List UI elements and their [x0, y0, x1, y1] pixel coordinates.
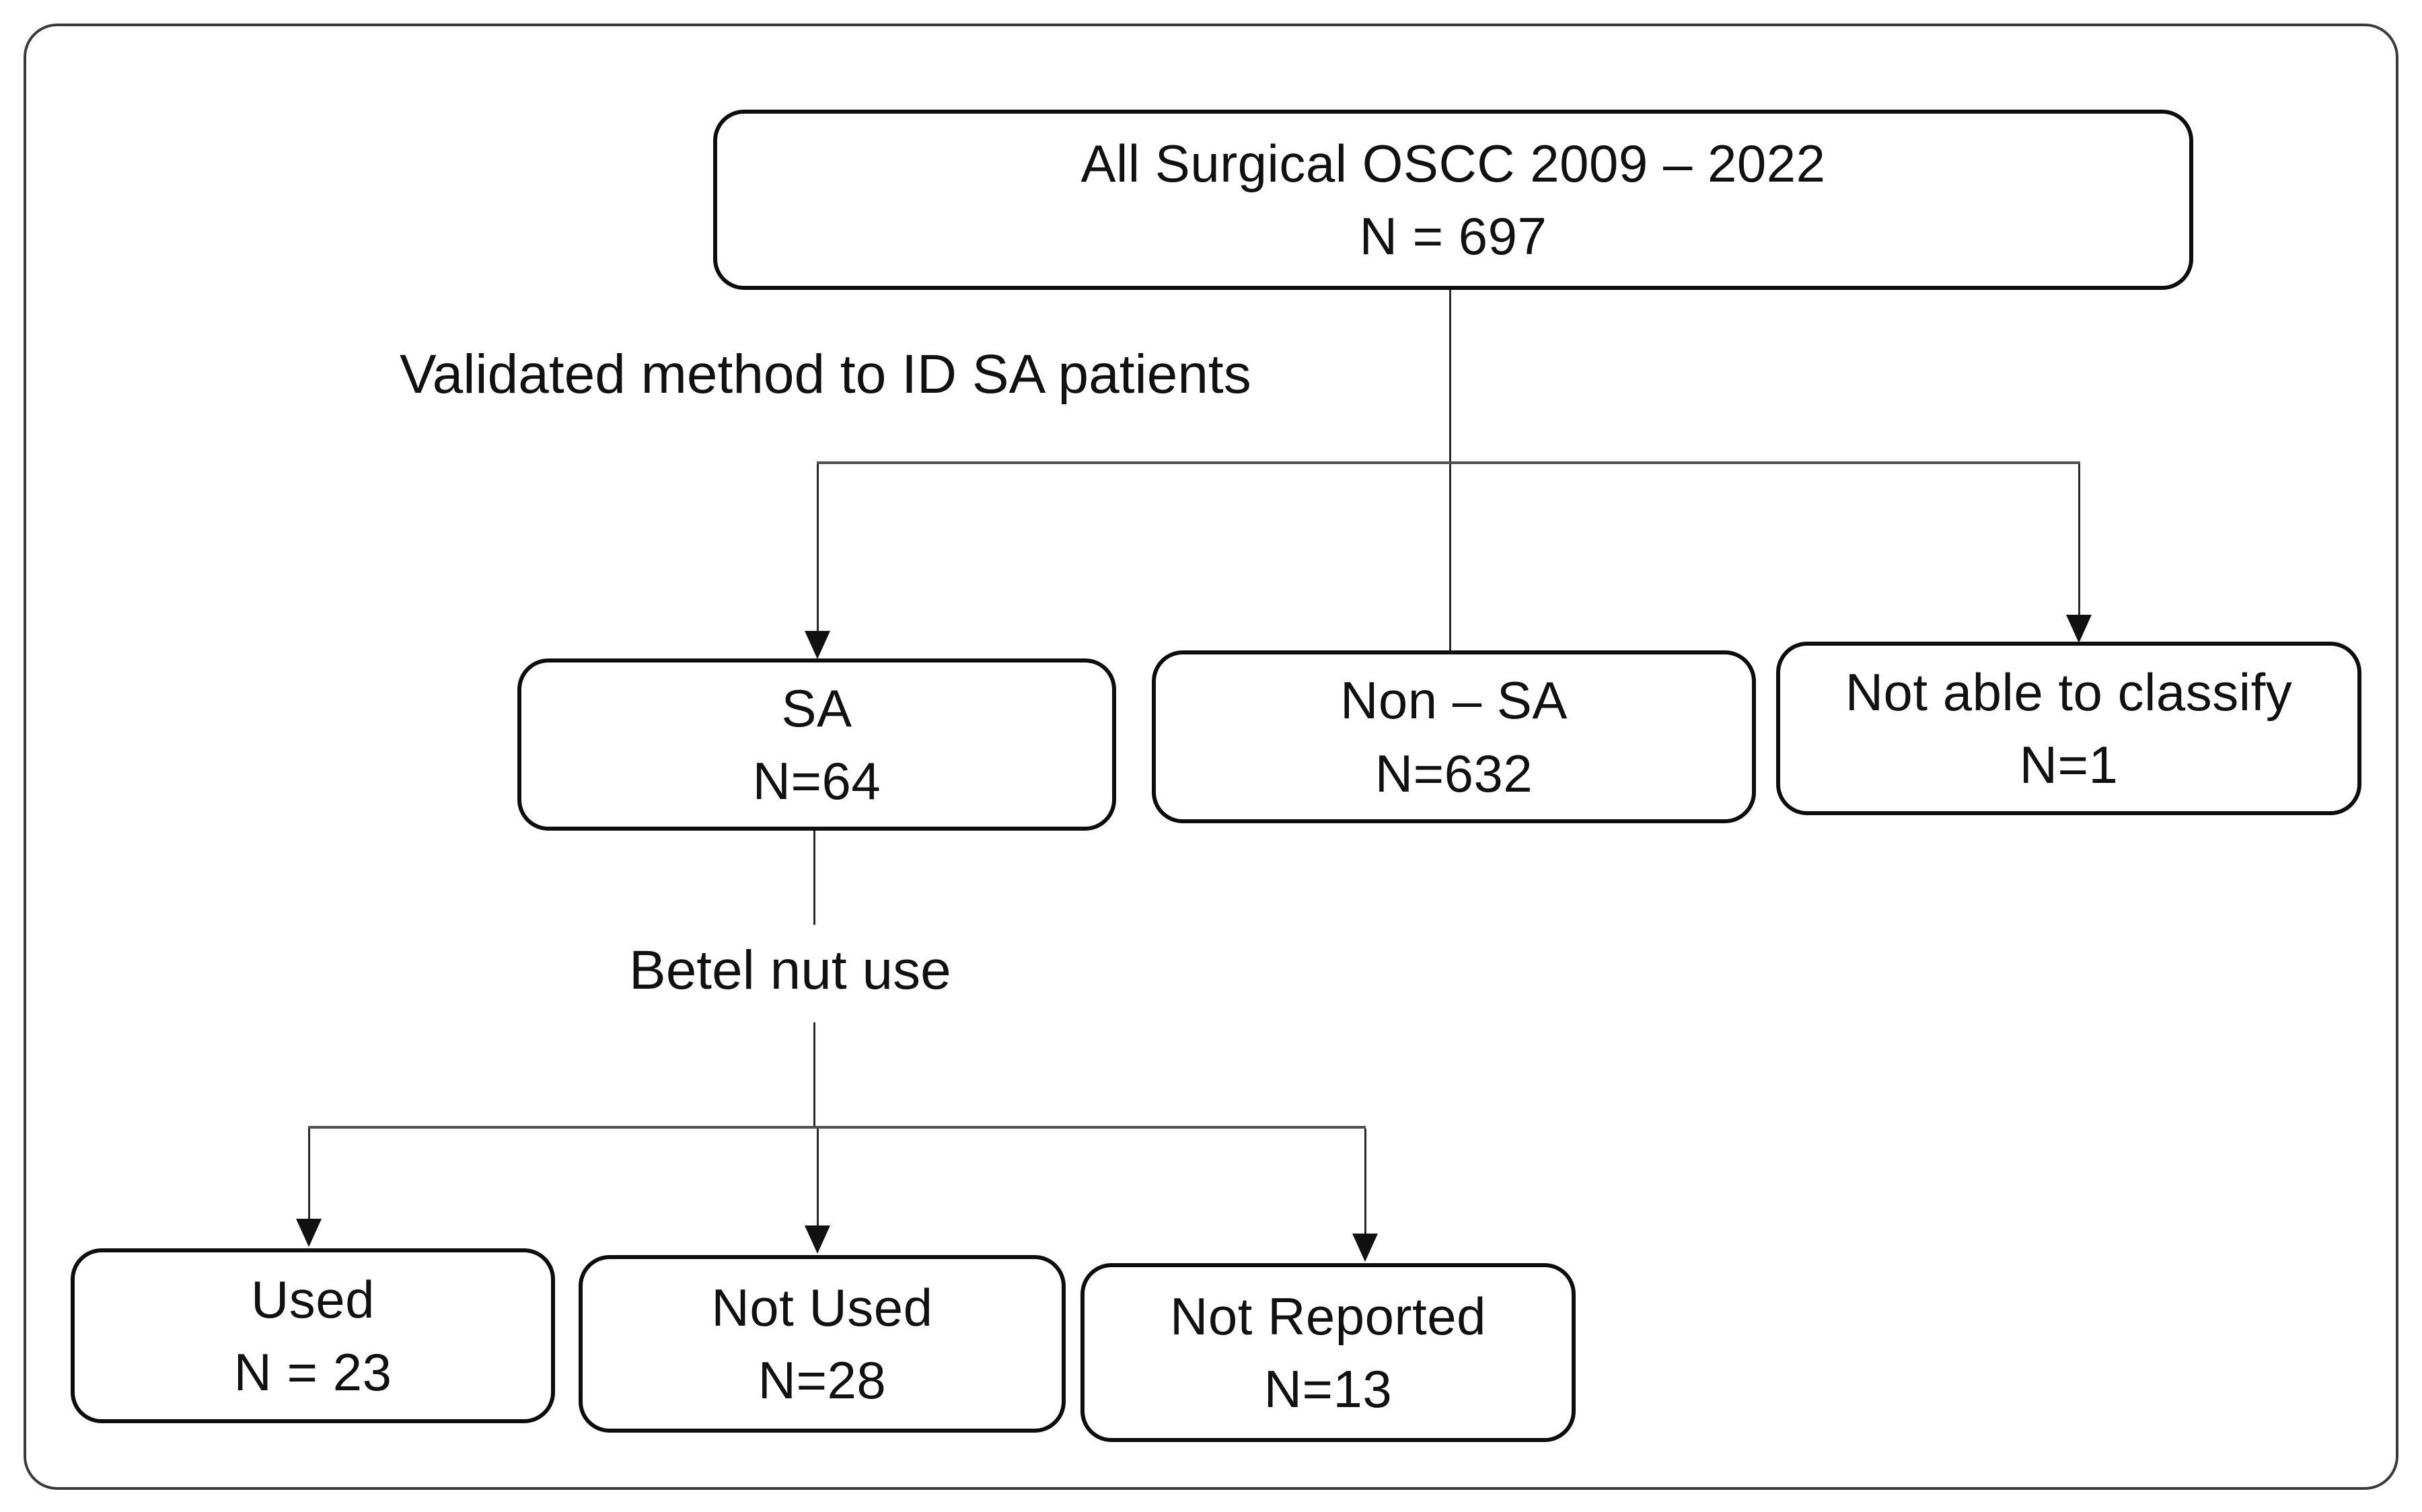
connector-branch-lower	[308, 1126, 1366, 1129]
arrow-down-icon	[296, 1219, 322, 1247]
connector-branch-to-not-classified	[2078, 464, 2080, 616]
node-count: N=632	[1374, 743, 1533, 803]
node-count: N=64	[752, 751, 881, 810]
node-betel-not-reported: Not Reported N=13	[1080, 1263, 1576, 1442]
connector-sa-down-upper-segment	[813, 828, 815, 925]
connector-root-to-nonsa	[1449, 289, 1451, 652]
node-all-surgical-oscc: All Surgical OSCC 2009 – 2022 N = 697	[713, 110, 2193, 290]
node-count: N = 697	[1359, 206, 1547, 266]
node-betel-used: Used N = 23	[71, 1248, 555, 1423]
node-title: SA	[781, 678, 852, 738]
node-count: N=13	[1263, 1359, 1393, 1419]
node-sa: SA N=64	[517, 658, 1116, 831]
node-title: Not Used	[711, 1277, 933, 1337]
label-validated-method: Validated method to ID SA patients	[400, 344, 1251, 405]
node-betel-not-used: Not Used N=28	[579, 1255, 1066, 1433]
node-count: N=1	[2019, 735, 2119, 794]
label-betel-nut-use: Betel nut use	[629, 940, 951, 1001]
node-title: Not able to classify	[1845, 662, 2293, 722]
connector-branch-to-not-reported	[1364, 1129, 1366, 1235]
arrow-down-icon	[2066, 615, 2092, 643]
node-not-able-to-classify: Not able to classify N=1	[1776, 642, 2361, 815]
node-title: Non – SA	[1340, 671, 1568, 730]
arrow-down-icon	[805, 631, 830, 659]
connector-branch-to-not-used	[817, 1129, 819, 1228]
node-title: Used	[250, 1269, 375, 1329]
connector-sa-down-lower-segment	[813, 1022, 815, 1127]
arrow-down-icon	[1352, 1234, 1378, 1262]
arrow-down-icon	[805, 1225, 830, 1254]
connector-branch-to-sa	[817, 464, 819, 632]
node-count: N = 23	[233, 1343, 392, 1402]
node-title: All Surgical OSCC 2009 – 2022	[1080, 133, 1826, 193]
node-non-sa: Non – SA N=632	[1152, 650, 1756, 823]
node-count: N=28	[758, 1351, 887, 1410]
connector-branch-upper	[817, 461, 2080, 464]
node-title: Not Reported	[1170, 1286, 1486, 1346]
connector-branch-to-used	[308, 1129, 310, 1221]
